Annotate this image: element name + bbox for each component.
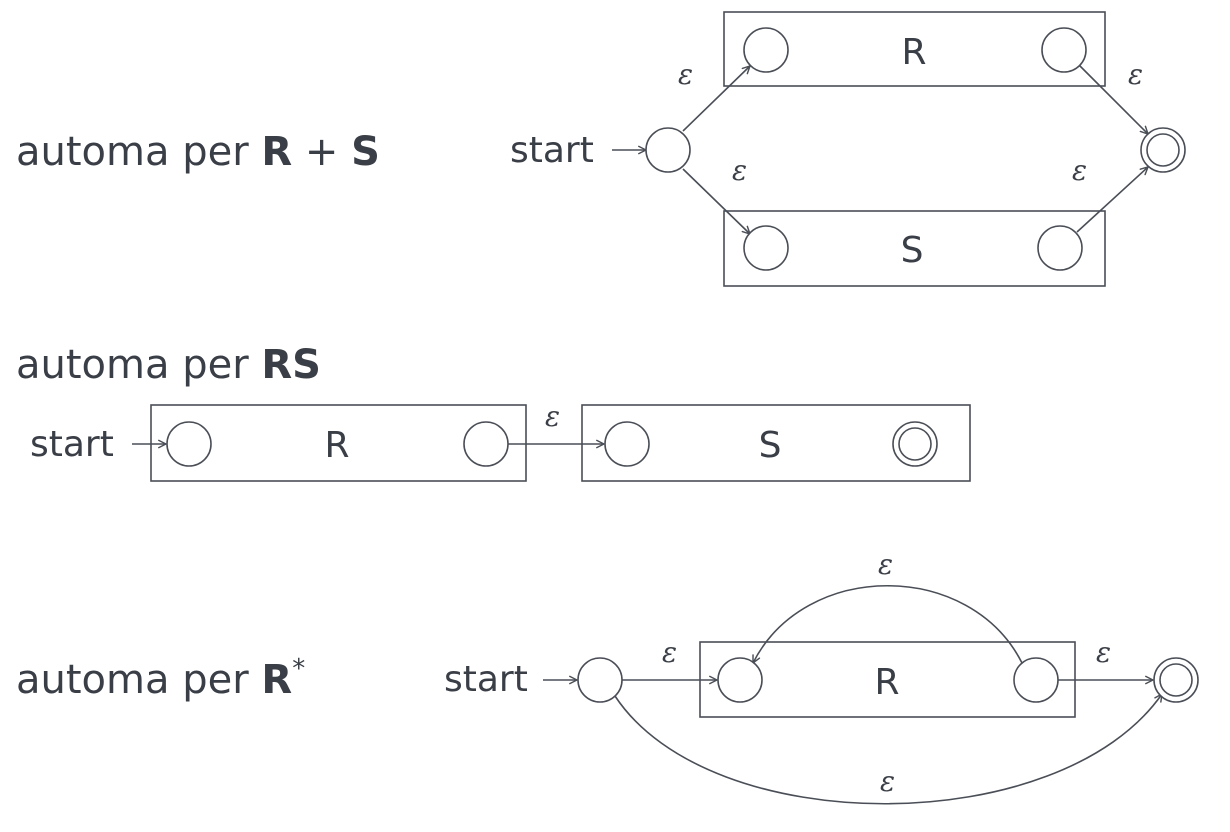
star-accept-inner-ring (1159, 663, 1193, 697)
star-eps-label-loop: ε (878, 548, 893, 581)
union-r-initial-state (743, 27, 789, 73)
concat-r-final-state (463, 421, 509, 467)
concat-s-initial-state (604, 421, 650, 467)
concat-diagram: automa per RS start R S ε (16, 342, 971, 482)
concat-eps-label: ε (545, 400, 560, 433)
union-box-s (723, 210, 1106, 287)
union-eps-arrow-to-s (682, 168, 750, 234)
union-eps-label-2: ε (732, 154, 747, 187)
star-diagram: automa per R* start R ε ε ε ε (16, 548, 1199, 805)
concat-accept-inner-ring (898, 427, 932, 461)
concat-r-initial-state (166, 421, 212, 467)
union-s-final-state (1037, 225, 1083, 271)
union-r-final-state (1041, 27, 1087, 73)
union-diagram: automa per R + S start R S ε ε ε ε (16, 11, 1186, 287)
star-eps-bypass-arrow (614, 694, 1162, 805)
concat-box-r-label: R (324, 425, 349, 466)
star-eps-loop-arrow (753, 584, 1023, 663)
concat-start-label: start (30, 424, 114, 465)
union-eps-arrow-from-r (1079, 65, 1148, 134)
star-eps-label-bypass: ε (880, 765, 895, 798)
union-eps-label-3: ε (1128, 58, 1143, 91)
union-s-initial-state (743, 225, 789, 271)
union-accept-inner-ring (1146, 133, 1180, 167)
union-start-label: start (510, 130, 594, 171)
union-eps-arrow-from-s (1076, 167, 1148, 233)
star-r-initial-state (717, 657, 763, 703)
concat-box-r (150, 404, 527, 482)
star-start-label: start (444, 659, 528, 700)
union-start-state (645, 127, 691, 173)
star-eps-label-out-of-r: ε (1096, 636, 1111, 669)
union-box-s-label: S (901, 230, 924, 271)
star-r-final-state (1013, 657, 1059, 703)
star-start-state (577, 657, 623, 703)
union-box-r (723, 11, 1106, 87)
concat-box-s (581, 404, 971, 482)
union-eps-label-4: ε (1072, 154, 1087, 187)
union-eps-label-1: ε (678, 58, 693, 91)
star-caption: automa per R* (16, 654, 305, 703)
star-box-r-label: R (874, 662, 899, 703)
union-eps-arrow-to-r (682, 66, 750, 132)
union-box-r-label: R (901, 32, 926, 73)
concat-caption: automa per RS (16, 342, 321, 388)
star-eps-label-into-r: ε (662, 636, 677, 669)
concat-box-s-label: S (759, 425, 782, 466)
union-caption: automa per R + S (16, 129, 380, 175)
